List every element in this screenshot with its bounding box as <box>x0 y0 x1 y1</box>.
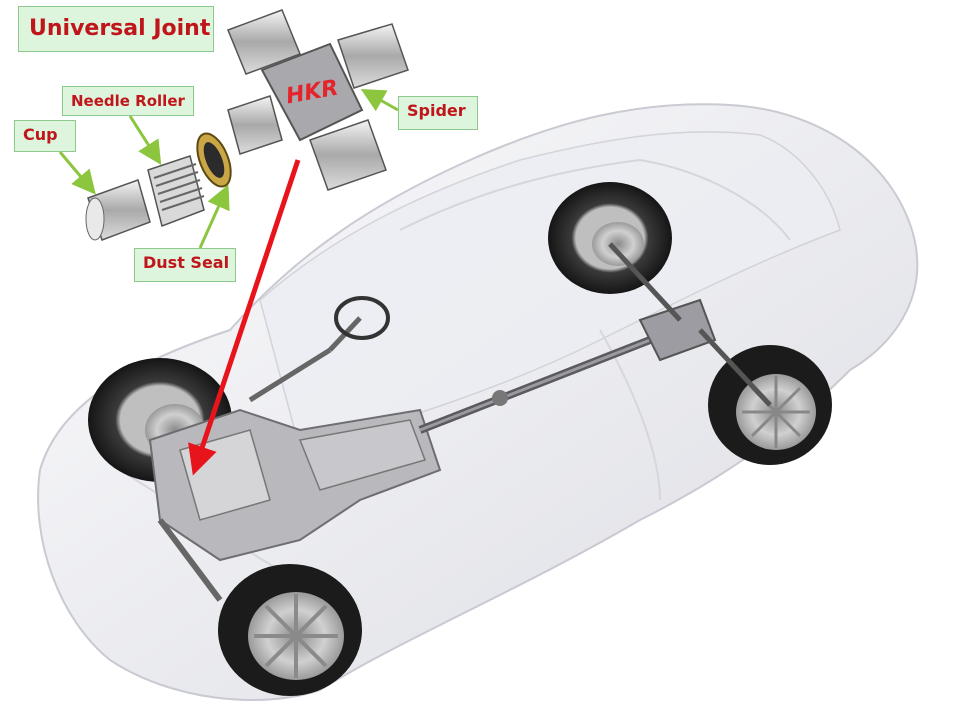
spider-label: Spider <box>398 96 478 130</box>
needle-roller-label: Needle Roller <box>62 86 194 116</box>
spider-leader <box>360 89 399 112</box>
diagram-title: Universal Joint <box>18 6 214 52</box>
location-arrow <box>188 159 301 476</box>
cup-leader <box>58 151 96 195</box>
dust-seal-leader <box>198 184 230 249</box>
rear-left-wheel <box>548 182 672 294</box>
drivetrain <box>148 242 772 602</box>
dust-seal-label: Dust Seal <box>134 248 236 282</box>
needle-roller-leader <box>128 115 162 166</box>
leader-arrows <box>58 89 399 476</box>
cup-part <box>85 179 151 241</box>
needle-roller-part <box>147 155 205 228</box>
cup-label: Cup <box>14 120 76 152</box>
spider-part <box>227 9 409 191</box>
front-right-wheel <box>218 564 362 696</box>
